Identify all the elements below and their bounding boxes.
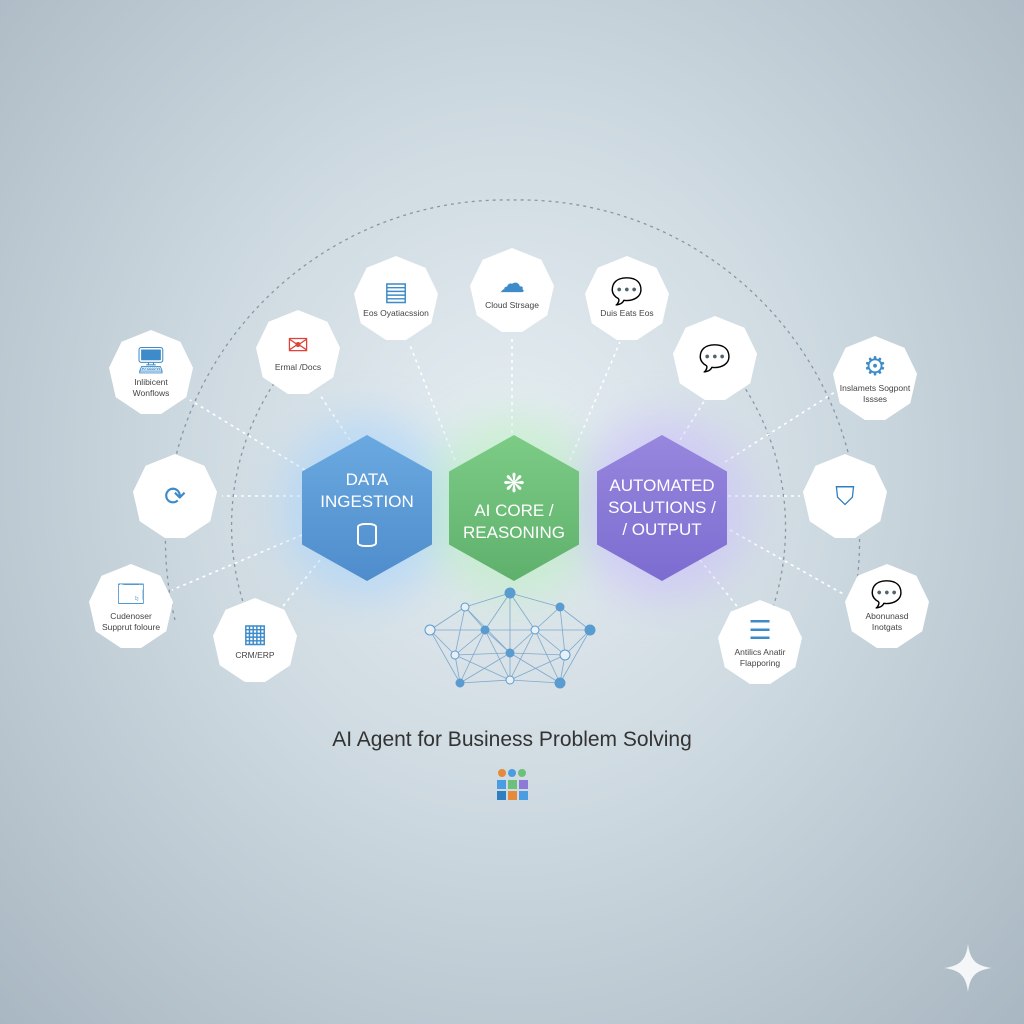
node-email[interactable]: ✉ Ermal /Docs: [256, 310, 340, 394]
node-label: Cudenoser Supprut foloure: [101, 610, 161, 632]
node-monitor-docs[interactable]: 🗔Cudenoser Supprut foloure: [89, 564, 173, 648]
network-edge: [509, 592, 536, 631]
network-edge: [454, 629, 486, 656]
network-edge: [564, 629, 591, 656]
sparkle-icon: [944, 944, 992, 992]
network-edge: [459, 629, 486, 684]
network-edge: [509, 652, 566, 656]
network-edge: [484, 629, 511, 681]
network-node: [424, 624, 436, 636]
neural-network-graphic: [424, 587, 596, 689]
network-edge: [429, 629, 456, 656]
email-icon: ✉: [287, 330, 309, 360]
network-edge: [534, 629, 561, 684]
network-edge: [464, 592, 511, 608]
network-edge: [534, 606, 561, 631]
network-node: [505, 648, 515, 658]
node-crm[interactable]: ▦ CRM/ERP: [213, 598, 297, 682]
chat-icon: 💬: [698, 343, 732, 373]
insights-chat-icon: 💬: [870, 578, 904, 609]
node-label: Ermal /Docs: [274, 362, 322, 372]
network-node: [555, 602, 565, 612]
network-edge: [559, 606, 591, 631]
node-sync[interactable]: ⟳: [133, 454, 217, 538]
brain-icon: ❋: [503, 468, 525, 498]
shield-icon: ⛉: [835, 481, 855, 511]
network-edge: [509, 679, 561, 684]
hex-label: DATA: [345, 470, 389, 489]
node-label: CRM/ERP: [235, 650, 275, 660]
network-edge: [559, 606, 566, 656]
node-insights-chat[interactable]: 💬Abonunasd Inotgats: [845, 564, 929, 648]
cloud-icon: ☁: [499, 268, 525, 298]
network-node: [450, 650, 460, 660]
crm-icon: ▦: [242, 618, 268, 648]
network-edge: [534, 629, 566, 656]
node-label: Cloud Strsage: [485, 300, 539, 310]
network-edge: [509, 629, 536, 654]
network-edge: [454, 654, 511, 681]
node-label: Inlibicent Wonflows: [132, 376, 170, 398]
node-cloud[interactable]: ☁ Cloud Strsage: [470, 248, 554, 332]
network-edge: [509, 654, 566, 681]
hex-label: / OUTPUT: [622, 520, 702, 539]
network-node: [504, 587, 516, 599]
network-edge: [454, 654, 461, 684]
hex-label: AI CORE /: [474, 501, 554, 520]
network-edge: [454, 606, 466, 656]
node-workflow-devices[interactable]: 🖥Inlibicent Wonflows: [109, 330, 193, 414]
node-analytics-window[interactable]: ☰Antilics Anatir Flapporing: [718, 600, 802, 684]
node-chat[interactable]: 💬: [673, 316, 757, 400]
monitor-docs-icon: 🗔: [116, 578, 146, 609]
network-node: [584, 624, 596, 636]
node-label: Antilics Anatir Flapporing: [734, 646, 786, 668]
hex-label: REASONING: [462, 523, 566, 542]
network-edge: [484, 629, 511, 654]
network-edge: [509, 629, 536, 681]
node-shield[interactable]: ⛉: [803, 454, 887, 538]
hex-label: AUTOMATED: [609, 476, 715, 495]
network-node: [455, 678, 465, 688]
network-edge: [459, 652, 511, 684]
gear-icon: ⚙: [863, 350, 887, 381]
network-node: [530, 625, 540, 635]
sync-icon: ⟳: [164, 481, 186, 511]
logo-icon: [497, 769, 528, 800]
network-node: [480, 625, 490, 635]
chat-bubbles-icon: 💬: [610, 276, 644, 306]
workflow-devices-icon: 🖥: [134, 344, 168, 375]
network-node: [505, 675, 515, 685]
document-building-icon: ▤: [383, 276, 409, 306]
network-edge: [429, 629, 461, 684]
analytics-window-icon: ☰: [748, 614, 772, 645]
node-gear[interactable]: ⚙Inslamets Sogpont Issses: [833, 336, 917, 420]
node-label: Abonunasd Inotgats: [865, 610, 909, 632]
node-label: Eos Oyatiacssion: [363, 308, 429, 318]
node-chat-bubbles[interactable]: 💬 Duis Eats Eos: [585, 256, 669, 340]
network-edge: [484, 592, 511, 631]
diagram-title: AI Agent for Business Problem Solving: [332, 728, 692, 751]
network-edge: [509, 652, 561, 684]
network-edge: [429, 606, 466, 631]
network-edge: [509, 592, 561, 608]
hex-label: INGESTION: [320, 492, 414, 511]
network-node: [559, 649, 571, 661]
network-edge: [559, 629, 591, 684]
network-edge: [459, 679, 511, 684]
network-edge: [454, 652, 511, 656]
hex-label: SOLUTIONS /: [608, 498, 716, 517]
network-node: [460, 602, 470, 612]
node-document-building[interactable]: ▤ Eos Oyatiacssion: [354, 256, 438, 340]
inner-arc-right: [719, 354, 787, 641]
node-label: Inslamets Sogpont Issses: [839, 382, 911, 404]
node-label: Duis Eats Eos: [600, 308, 654, 318]
network-node: [554, 677, 566, 689]
database-icon: [357, 523, 377, 547]
